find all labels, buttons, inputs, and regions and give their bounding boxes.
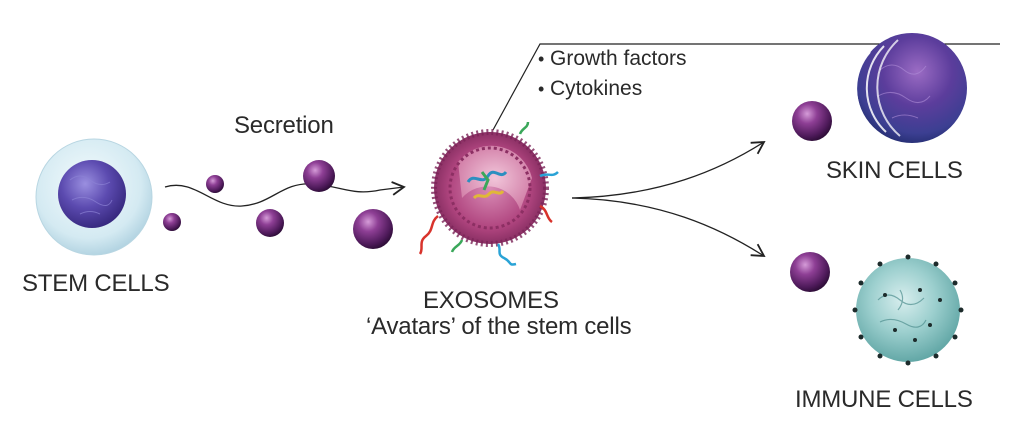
immune-cell-icon [852, 254, 964, 366]
immune-cells-label: IMMUNE CELLS [795, 386, 973, 413]
exosome-particle-icon [790, 101, 832, 292]
exosome-particle-icon [163, 160, 393, 249]
skin-cells-label: SKIN CELLS [826, 157, 963, 184]
exosomes-title: EXOSOMES [423, 287, 559, 314]
exosome-contents-list: Growth factors Cytokines [538, 44, 687, 104]
secretion-label: Secretion [234, 112, 334, 139]
exosomes-subtitle: ‘Avatars’ of the stem cells [366, 313, 632, 340]
list-item: Growth factors [538, 44, 687, 74]
stem-cell-icon [35, 138, 153, 256]
stem-cells-label: STEM CELLS [22, 270, 170, 297]
arrow-to-immune-cells [571, 197, 766, 258]
skin-cell-icon [855, 33, 967, 143]
exosome-cross-section-icon [418, 121, 559, 266]
arrow-to-skin-cells [571, 140, 766, 199]
secretion-arrow [164, 181, 406, 207]
list-item: Cytokines [538, 74, 687, 104]
